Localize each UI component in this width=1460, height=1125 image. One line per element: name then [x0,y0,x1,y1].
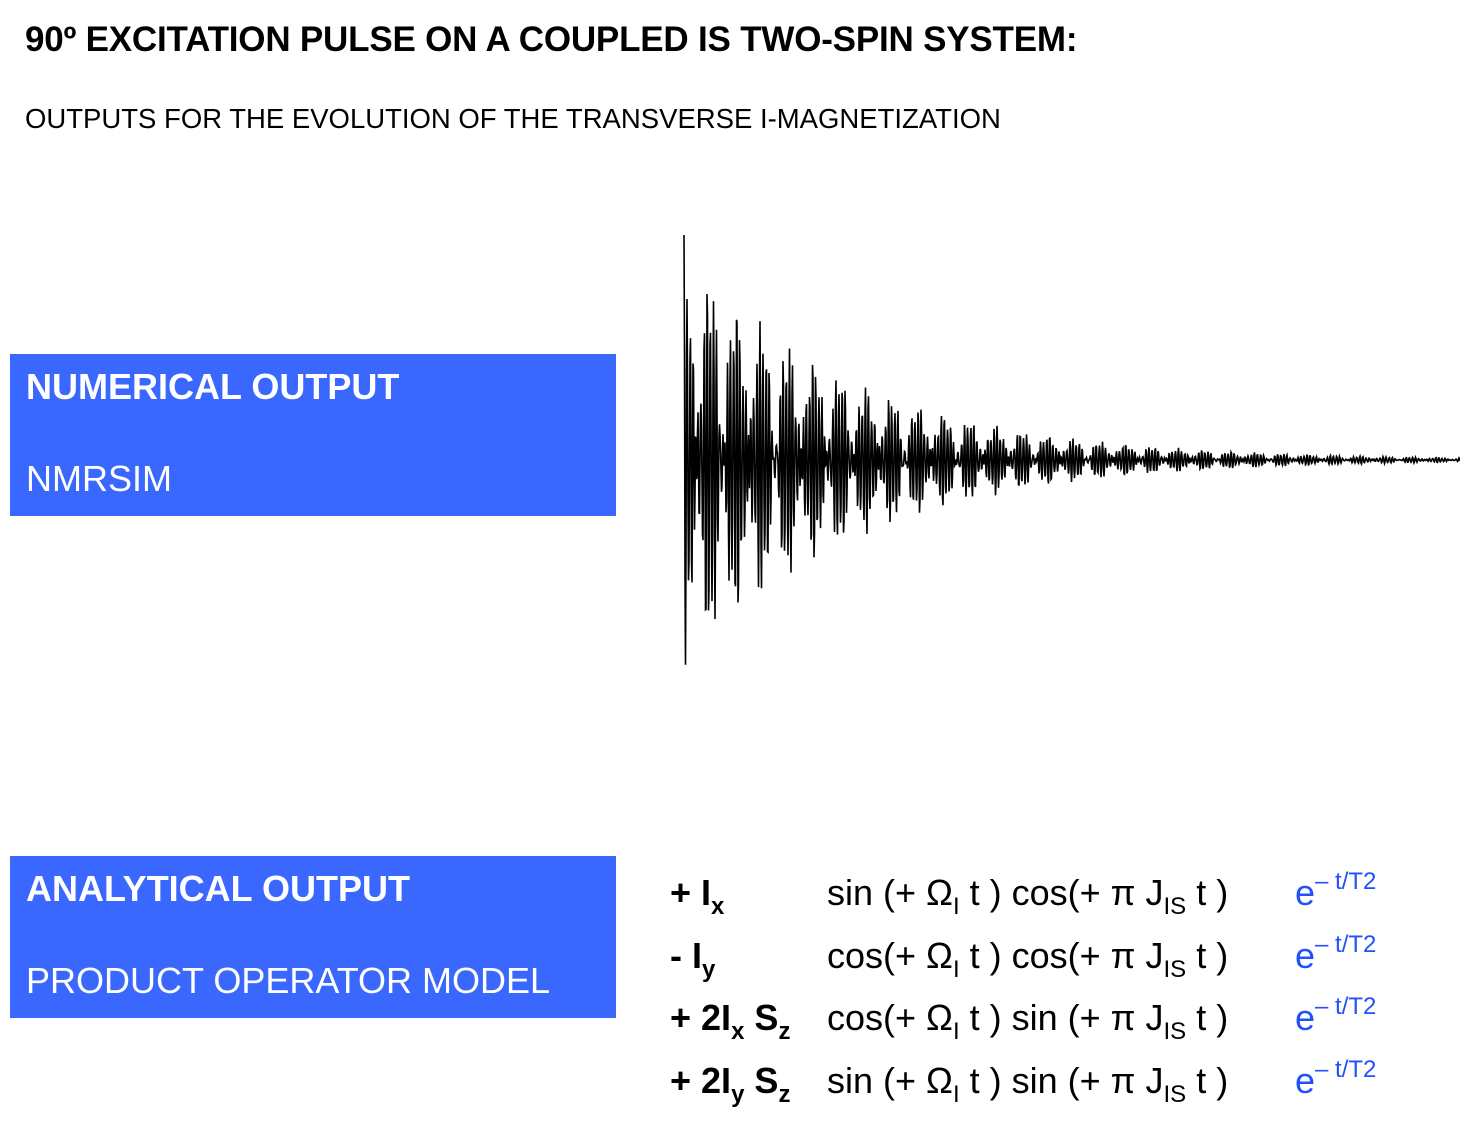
decay-factor: e– t/T2 [1295,995,1376,1039]
trig-factor: sin (+ ΩI t ) cos(+ π JIS t ) [827,872,1229,919]
operator-term-part: z [778,1018,791,1045]
trig-factor-part: cos(+ Ω [827,935,953,976]
operator-term: + 2Iy Sz [670,1060,790,1107]
operator-term-part: + 2I [670,997,732,1038]
trig-factor-part: t ) [1186,935,1229,976]
trig-factor: cos(+ ΩI t ) sin (+ π JIS t ) [827,997,1229,1044]
trig-factor-part: t ) sin (+ π J [959,1060,1164,1101]
decay-factor: e– t/T2 [1295,1058,1376,1102]
operator-term-part: S [744,997,779,1038]
operator-term: + Ix [670,872,724,919]
trig-factor-part: t ) [1186,1060,1229,1101]
trig-factor-part: t ) [1186,997,1229,1038]
page-subtitle: OUTPUTS FOR THE EVOLUTION OF THE TRANSVE… [25,103,1001,134]
decay-factor-part: – t/T2 [1315,1056,1377,1083]
trig-factor-part: t ) [1186,872,1229,913]
analytical-output-box: ANALYTICAL OUTPUT PRODUCT OPERATOR MODEL [10,856,616,1018]
trig-factor-part: sin (+ Ω [827,872,953,913]
analytical-output-label: PRODUCT OPERATOR MODEL [26,960,551,1001]
operator-term-part: y [702,956,716,983]
trig-factor-part: IS [1163,1081,1187,1108]
operator-term: - Iy [670,935,715,982]
operator-term-part: + I [670,872,712,913]
numerical-output-box: NUMERICAL OUTPUT NMRSIM [10,354,616,516]
trig-factor-part: I [952,956,960,983]
decay-factor-part: e [1295,997,1316,1038]
operator-term: + 2Ix Sz [670,997,790,1044]
decay-factor-part: e [1295,1060,1316,1101]
decay-factor-part: e [1295,935,1316,976]
operator-term-part: y [731,1081,745,1108]
trig-factor: sin (+ ΩI t ) sin (+ π JIS t ) [827,1060,1229,1107]
trig-factor-part: IS [1163,956,1187,983]
operator-term-part: - I [670,935,702,976]
trig-factor: cos(+ ΩI t ) cos(+ π JIS t ) [827,935,1229,982]
decay-factor: e– t/T2 [1295,870,1376,914]
decay-factor-part: – t/T2 [1315,993,1377,1020]
trig-factor-part: I [952,1018,960,1045]
trig-factor-part: t ) sin (+ π J [959,997,1164,1038]
numerical-output-heading: NUMERICAL OUTPUT [26,366,400,407]
trig-factor-part: cos(+ Ω [827,997,953,1038]
trig-factor-part: sin (+ Ω [827,1060,953,1101]
trig-factor-part: IS [1163,1018,1187,1045]
trig-factor-part: t ) cos(+ π J [959,872,1164,913]
trig-factor-part: I [952,893,960,920]
decay-factor-part: – t/T2 [1315,868,1377,895]
fid-signal-plot [683,234,1460,665]
operator-term-part: x [731,1018,745,1045]
trig-factor-part: I [952,1081,960,1108]
numerical-output-label: NMRSIM [26,458,172,499]
fid-trace [683,234,1460,665]
analytical-output-heading: ANALYTICAL OUTPUT [26,868,411,909]
operator-term-part: z [778,1081,791,1108]
trig-factor-part: IS [1163,893,1187,920]
operator-term-part: S [744,1060,779,1101]
decay-factor-part: e [1295,872,1316,913]
operator-term-part: x [711,893,725,920]
trig-factor-part: t ) cos(+ π J [959,935,1164,976]
decay-factor: e– t/T2 [1295,933,1376,977]
decay-factor-part: – t/T2 [1315,931,1377,958]
operator-term-part: + 2I [670,1060,732,1101]
page-title: 90º EXCITATION PULSE ON A COUPLED IS TWO… [25,20,1078,59]
